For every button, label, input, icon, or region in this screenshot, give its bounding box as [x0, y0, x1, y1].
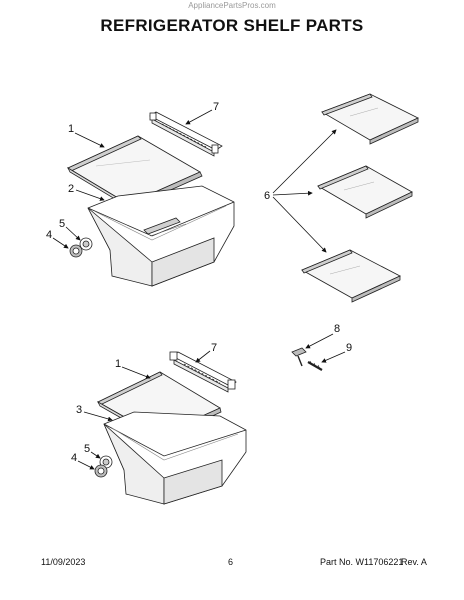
footer-page-number: 6: [228, 557, 234, 567]
crisper-drawer-lower: [103, 411, 247, 505]
callout-9: 9: [346, 342, 352, 354]
crisper-drawer-upper: [87, 185, 235, 287]
callout-6: 6: [264, 190, 270, 202]
screw-part-9: [307, 360, 323, 371]
callout-1-upper: 1: [68, 123, 74, 135]
callout-3: 3: [76, 404, 82, 416]
callout-8: 8: [334, 323, 340, 335]
shelf-rail-bracket-lower: [169, 351, 237, 393]
callout-7-lower: 7: [211, 342, 217, 354]
callout-4-upper: 4: [46, 229, 52, 241]
callout-7-upper: 7: [213, 101, 219, 113]
knob-upper: [79, 237, 93, 251]
watermark: AppliancePartsPros.com: [188, 1, 276, 10]
glass-shelf-right-1: [321, 93, 419, 145]
callout-4-lower: 4: [71, 452, 77, 464]
shelf-rail-bracket-upper: [149, 111, 223, 157]
clip-part-8: [291, 347, 307, 367]
callout-2: 2: [68, 183, 74, 195]
page-title: REFRIGERATOR SHELF PARTS: [100, 16, 364, 35]
insert-upper: [69, 244, 83, 258]
footer-revision: Rev. A: [401, 557, 427, 567]
callout-5-lower: 5: [84, 443, 90, 455]
glass-shelf-right-3: [301, 249, 401, 303]
glass-shelf-right-2: [317, 165, 413, 219]
callout-5-upper: 5: [59, 218, 65, 230]
footer-date: 11/09/2023: [41, 557, 86, 567]
footer-part-number: Part No. W11706221: [320, 557, 404, 567]
insert-lower: [94, 464, 108, 478]
callout-1-lower: 1: [115, 358, 121, 370]
